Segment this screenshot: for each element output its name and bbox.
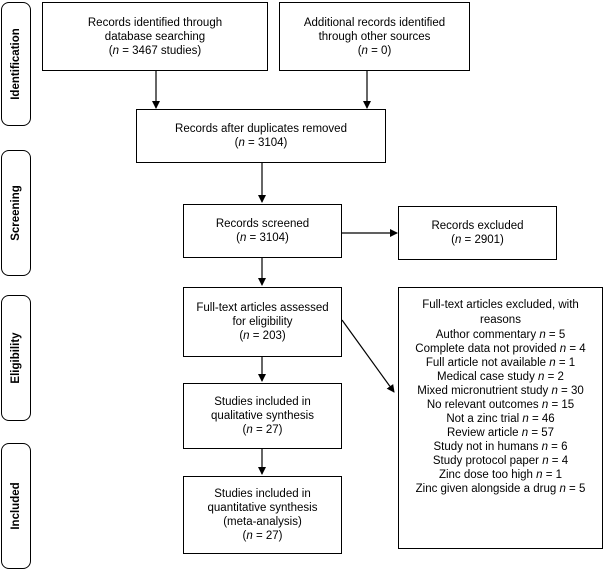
- exclusion-reason: Zinc given alongside a drug n = 5: [415, 483, 586, 495]
- exclusion-reason: No relevant outcomes n = 15: [426, 399, 575, 411]
- exclusion-reason: Not a zinc trial n = 46: [446, 413, 555, 425]
- exclusion-reason: Zinc dose too high n = 1: [438, 469, 563, 481]
- exclusion-reason: Full article not available n = 1: [425, 357, 576, 369]
- exclusion-reason: Study not in humans n = 6: [433, 441, 568, 453]
- box-after-duplicates: Records after duplicates removed (n = 31…: [136, 109, 386, 163]
- stage-eligibility: Eligibility: [1, 295, 31, 421]
- box-other-sources: Additional records identified through ot…: [279, 2, 470, 71]
- exclusion-reason: Review article n = 57: [446, 427, 555, 439]
- box-quantitative-synthesis: Studies included in quantitative synthes…: [183, 476, 342, 554]
- exclusion-reason: Author commentary n = 5: [435, 329, 566, 341]
- arrow-fulltext-to-excluded: [341, 319, 395, 393]
- stage-identification: Identification: [1, 2, 31, 126]
- stage-screening: Screening: [1, 150, 31, 276]
- exclusion-reason: Complete data not provided n = 4: [415, 343, 586, 355]
- box-fulltext-excluded: Full-text articles excluded, with reason…: [398, 287, 603, 549]
- exclusion-reason: Mixed micronutrient study n = 30: [417, 385, 584, 397]
- box-records-screened: Records screened (n = 3104): [183, 204, 342, 258]
- box-qualitative-synthesis: Studies included in qualitative synthesi…: [183, 383, 342, 449]
- box-fulltext-assessed: Full-text articles assessed for eligibil…: [183, 287, 342, 357]
- exclusion-reason: Study protocol paper n = 4: [432, 455, 569, 467]
- box-records-excluded: Records excluded (n = 2901): [398, 206, 557, 260]
- box-database-search: Records identified through database sear…: [42, 2, 268, 71]
- exclusion-reason: Medical case study n = 2: [437, 371, 564, 383]
- stage-included: Included: [1, 443, 31, 569]
- exclusion-reasons-list: Author commentary n = 5 Complete data not…: [415, 328, 585, 496]
